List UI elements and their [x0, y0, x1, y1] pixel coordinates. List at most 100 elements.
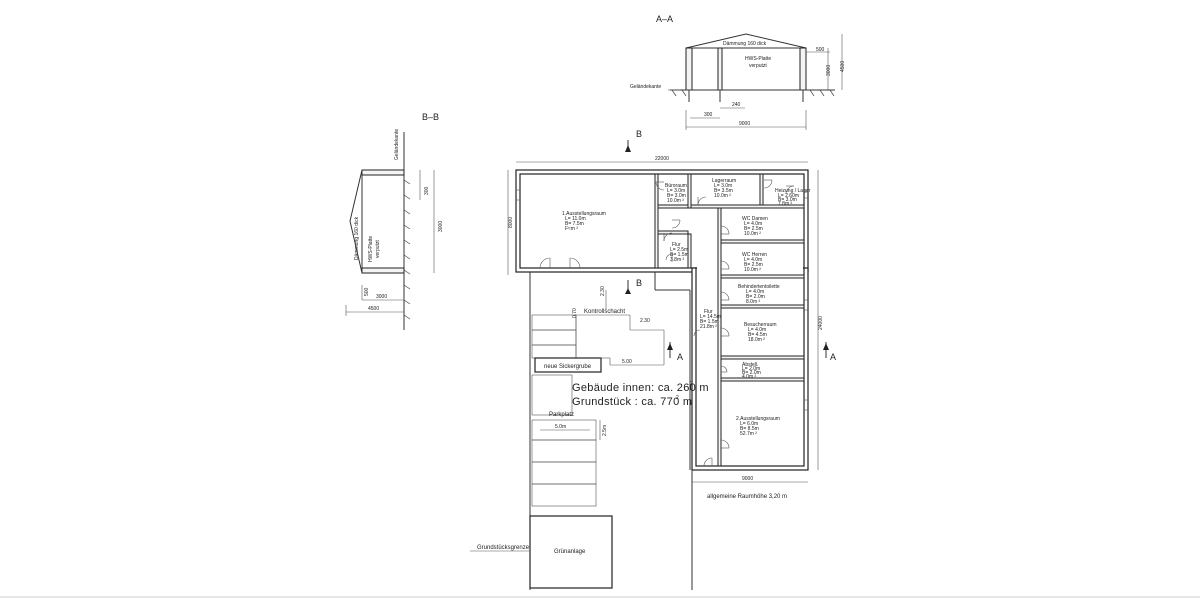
room-wc-damen: WC Damen L= 4.0m B= 2.5m 10.0m ² [742, 216, 768, 237]
aa-dim-300: 300 [704, 112, 713, 118]
bb-bottom-wall [361, 267, 405, 274]
parkplatz-label: Parkplatz [549, 412, 574, 418]
svg-text:Flur: Flur [672, 242, 681, 248]
svg-text:A: A [677, 352, 683, 362]
room-flur-small: Flur L= 2.5m B= 1.5m 3.8m ² [670, 242, 689, 263]
cut-marker-b-top: B [625, 129, 642, 152]
bb-top-wall [361, 169, 405, 176]
svg-text:L= 4.0m: L= 4.0m [746, 289, 764, 295]
bb-wall-label-2: verputzt [375, 240, 381, 258]
svg-text:B: B [636, 129, 642, 139]
svg-text:B= 3.0m: B= 3.0m [778, 197, 797, 203]
svg-text:10.0m ²: 10.0m ² [744, 231, 761, 237]
svg-text:2.Ausstellungsraum: 2.Ausstellungsraum [736, 416, 780, 422]
svg-text:7.8m ²: 7.8m ² [778, 201, 793, 207]
cut-marker-b-bottom: B [625, 278, 642, 294]
svg-text:L= 3.0m: L= 3.0m [714, 183, 732, 189]
sickergrube-area: neue Sickergrube [531, 314, 611, 373]
svg-text:B= 7.5m: B= 7.5m [565, 221, 584, 227]
section-aa: A–A Dämmung 160 dick HWS-Platte verputzt… [630, 14, 846, 130]
bb-dim-300: 300 [424, 186, 430, 195]
aa-roof-line [685, 33, 807, 49]
cut-marker-a-left: A [667, 342, 683, 362]
aa-right-wall [799, 47, 807, 91]
bb-ground-label: Geländekante [394, 129, 400, 160]
wall-buero-east [687, 173, 692, 209]
dim-park-h: 2.5m [602, 425, 608, 436]
main-floor-plan: 22000 8000 24000 9000 [470, 156, 824, 590]
sickergrube-label: neue Sickergrube [544, 364, 592, 370]
svg-text:21.8m ²: 21.8m ² [700, 324, 717, 330]
svg-text:Büroraum: Büroraum [665, 183, 687, 189]
aa-dim-500: 500 [816, 47, 825, 53]
aa-ground-hatch [671, 89, 835, 97]
aa-wall-label-2: verputzt [749, 63, 767, 69]
wall-flur-north [657, 230, 689, 235]
windows [516, 189, 808, 411]
svg-text:3.8m ²: 3.8m ² [670, 257, 685, 263]
area-building: Gebäude innen: ca. 260 m [572, 382, 709, 394]
dim-bottom: 9000 [742, 476, 753, 482]
svg-text:A: A [830, 352, 836, 362]
svg-text:F≈m ²: F≈m ² [565, 226, 578, 232]
raumhoehe-note: allgemeine Raumhöhe 3,20 m [707, 494, 787, 500]
bb-roof-line [349, 169, 363, 274]
svg-text:B= 3.0m: B= 3.0m [667, 193, 686, 199]
room-ausstellung-1: 1.Ausstellungsraum L= 11.0m B= 7.5m F≈m … [562, 211, 606, 232]
kontrollschacht: 2.30 Kontrollschacht 2.30 5.00 0.70 [572, 286, 665, 366]
svg-text:Flur: Flur [704, 309, 713, 315]
parkplatz-area: Parkplatz 5.0m 2.5m [531, 374, 608, 507]
svg-text:B= 1.5m: B= 1.5m [670, 252, 689, 258]
svg-text:B= 8.5m: B= 8.5m [740, 426, 759, 432]
svg-text:B= 2.0m: B= 2.0m [746, 294, 765, 300]
svg-text:18.0m ²: 18.0m ² [748, 337, 765, 343]
svg-text:4.0m ²: 4.0m ² [742, 374, 757, 380]
svg-text:B: B [636, 278, 642, 288]
svg-text:8.0m ²: 8.0m ² [746, 299, 761, 305]
svg-text:B= 1.5m: B= 1.5m [700, 319, 719, 325]
dim-070: 0.70 [572, 308, 578, 318]
svg-text:L= 6.0m: L= 6.0m [740, 421, 758, 427]
bb-dim-500: 500 [364, 287, 370, 296]
area-plot: Grundstück : ca. 770 m [572, 396, 692, 408]
sickergrube-box [534, 357, 602, 373]
aa-ground-label: Geländekante [630, 84, 661, 90]
svg-text:L= 4.0m: L= 4.0m [744, 221, 762, 227]
aa-dim-240: 240 [732, 102, 741, 108]
room-behindertentoilette: Behindertentoilette L= 4.0m B= 2.0m 8.0m… [738, 284, 780, 305]
dim-top: 22000 [655, 156, 669, 162]
room-flur-long: Flur L= 14.5m B= 1.5m 21.8m ² [700, 309, 721, 330]
svg-text:B= 3.5m: B= 3.5m [714, 188, 733, 194]
bb-dim-3000: 3000 [438, 221, 444, 232]
dim-500-h: 5.00 [622, 359, 632, 365]
dim-park-w: 5.0m [555, 424, 566, 430]
room-ausstellung-2: 2.Ausstellungsraum L= 6.0m B= 8.5m 52.7m… [736, 416, 780, 437]
svg-text:2: 2 [676, 395, 679, 401]
svg-text:L= 4.0m: L= 4.0m [744, 257, 762, 263]
svg-text:L= 11.0m: L= 11.0m [565, 216, 586, 222]
bb-ground-hatch [403, 179, 411, 320]
grundstuecksgrenze-label: Grundstücksgrenze [477, 545, 530, 551]
svg-text:B= 4.5m: B= 4.5m [748, 332, 767, 338]
room-besucherraum: Besucherraum L= 4.0m B= 4.5m 18.0m ² [744, 322, 777, 343]
wall-corridor-east [717, 207, 722, 467]
aa-roof-label: Dämmung 160 dick [723, 41, 767, 47]
aa-left-wall [685, 47, 693, 91]
svg-text:1.Ausstellungsraum: 1.Ausstellungsraum [562, 211, 606, 217]
aa-dim-9000: 9000 [739, 121, 750, 127]
gruenanlage-label: Grünanlage [554, 549, 586, 555]
svg-text:Abstell.: Abstell. [742, 362, 758, 368]
svg-text:10.0m ²: 10.0m ² [714, 193, 731, 199]
svg-text:2: 2 [690, 381, 693, 387]
bb-dim-4500: 4500 [368, 306, 379, 312]
svg-text:L= 14.5m: L= 14.5m [700, 314, 721, 320]
dim-230-h: 2.30 [640, 318, 650, 324]
room-heizung-lager: Heizung / Lager L= 2.60m B= 3.0m 7.8m ² [775, 188, 811, 207]
area-summary: Gebäude innen: ca. 260 m 2 Grundstück : … [572, 381, 709, 408]
room-bueroraum: Büroraum L= 3.0m B= 3.0m 10.0m ² [665, 183, 687, 204]
wall-corridor-north [690, 204, 805, 209]
aa-dim-3000: 3000 [826, 65, 832, 76]
svg-text:B= 2.0m: B= 2.0m [742, 370, 761, 376]
grundstuecksgrenze: Grundstücksgrenze [470, 545, 530, 552]
